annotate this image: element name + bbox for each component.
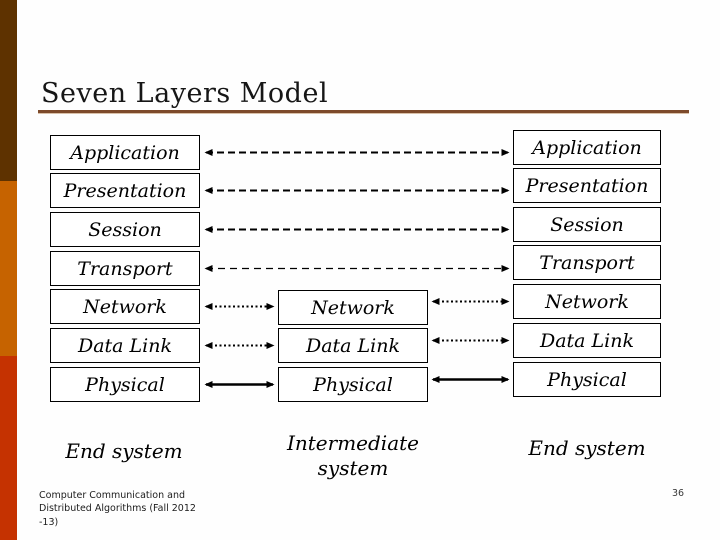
layer-box-left-network: Network <box>50 289 200 324</box>
layer-box-left-physical: Physical <box>50 367 200 402</box>
layer-box-right-application: Application <box>513 130 661 165</box>
layer-box-right-network: Network <box>513 284 661 319</box>
layer-box-right-datalink: Data Link <box>513 323 661 358</box>
sidebar-band-bottom <box>0 356 17 540</box>
footer-course-text: Computer Communication and Distributed A… <box>39 490 196 528</box>
end-system-label-left: End system <box>65 439 183 463</box>
intermediate-system-label: Intermediate system <box>286 431 419 480</box>
layer-box-left-transport: Transport <box>50 251 200 286</box>
layer-box-right-physical: Physical <box>513 362 661 397</box>
sidebar-band-middle <box>0 181 17 356</box>
layer-box-left-datalink: Data Link <box>50 328 200 363</box>
slide-title: Seven Layers Model <box>41 78 329 109</box>
layer-box-right-session: Session <box>513 207 661 242</box>
layer-box-right-transport: Transport <box>513 245 661 280</box>
sidebar-band-top <box>0 0 17 181</box>
layer-box-middle-physical: Physical <box>278 367 428 402</box>
layer-box-left-application: Application <box>50 135 200 170</box>
layer-box-left-session: Session <box>50 212 200 247</box>
layer-box-right-presentation: Presentation <box>513 168 661 203</box>
end-system-label-right: End system <box>528 436 646 460</box>
title-underline <box>38 110 689 114</box>
layer-box-left-presentation: Presentation <box>50 173 200 208</box>
layer-box-middle-datalink: Data Link <box>278 328 428 363</box>
layer-box-middle-network: Network <box>278 290 428 325</box>
page-number: 36 <box>672 488 685 499</box>
